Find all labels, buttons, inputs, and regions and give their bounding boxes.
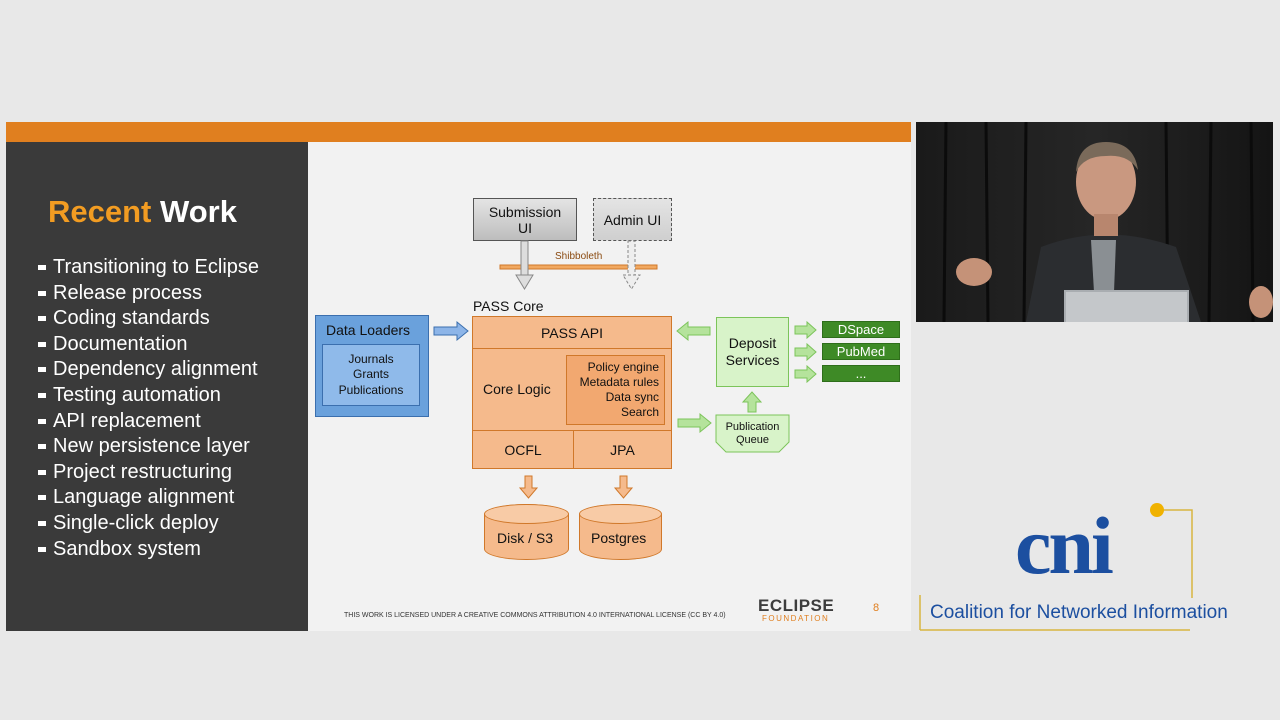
core-component: Search xyxy=(620,405,659,419)
submission-ui-label: UI xyxy=(518,219,532,236)
cni-logo-frame xyxy=(919,503,1193,631)
admin-ui-label: Admin UI xyxy=(603,211,662,228)
deposit-to-more-arrow xyxy=(794,364,817,384)
slide-left-panel: Recent Work Transitioning to Eclipse Rel… xyxy=(6,142,308,631)
queue-to-deposit-arrow xyxy=(741,391,763,413)
bullet-item: Dependency alignment xyxy=(38,357,259,383)
submission-ui-label: Submission xyxy=(488,203,562,220)
admin-ui-box: Admin UI xyxy=(593,198,672,241)
slide-title-accent: Recent xyxy=(48,194,152,229)
data-loader-sources: Journals Grants Publications xyxy=(322,344,420,406)
eclipse-foundation-text: FOUNDATION xyxy=(762,614,830,623)
shibboleth-label: Shibboleth xyxy=(555,251,603,262)
bullet-item: New persistence layer xyxy=(38,434,259,460)
admin-arrow-down xyxy=(622,240,641,290)
publication-queue-label: Publication xyxy=(725,421,780,433)
loader-source: Grants xyxy=(352,367,389,382)
bullet-item: Language alignment xyxy=(38,485,259,511)
eclipse-logo: ECLIPSE xyxy=(758,596,835,615)
deposit-to-api-arrow xyxy=(676,320,711,342)
target-dspace: DSpace xyxy=(822,321,900,338)
publication-queue-shape xyxy=(715,414,790,453)
speaker-video xyxy=(916,122,1273,322)
target-more: ... xyxy=(822,365,900,382)
license-text: THIS WORK IS LICENSED UNDER A CREATIVE C… xyxy=(344,612,726,619)
deposit-services-box: Deposit Services xyxy=(716,317,789,387)
ocfl-box: OCFL xyxy=(472,430,574,469)
bullet-item: Single-click deploy xyxy=(38,511,259,537)
core-logic-label: Core Logic xyxy=(483,381,551,397)
ocfl-label: OCFL xyxy=(504,441,542,458)
core-component: Data sync xyxy=(605,390,659,404)
bullet-item: Testing automation xyxy=(38,383,259,409)
cni-letters: cni xyxy=(1015,500,1114,591)
core-component: Policy engine xyxy=(587,360,659,374)
bullet-item: API replacement xyxy=(38,409,259,435)
publication-queue-box: Publication Queue xyxy=(716,419,789,449)
bullet-item: Documentation xyxy=(38,332,259,358)
pass-api-label: PASS API xyxy=(541,324,603,341)
bullet-item: Sandbox system xyxy=(38,537,259,563)
bullet-item: Project restructuring xyxy=(38,460,259,486)
target-label: PubMed xyxy=(836,344,886,359)
jpa-box: JPA xyxy=(573,430,672,469)
speaker-video-image xyxy=(916,122,1273,322)
diagram-connectors xyxy=(433,240,817,499)
page-number: 8 xyxy=(873,602,880,614)
postgres-cylinder-top xyxy=(579,504,662,524)
postgres-label: Postgres xyxy=(591,530,647,546)
pass-api-box: PASS API xyxy=(472,316,672,349)
target-label: ... xyxy=(855,366,867,381)
data-loaders-label: Data Loaders xyxy=(326,322,411,338)
submission-arrow-down xyxy=(515,240,534,290)
slide-top-bar xyxy=(6,122,911,142)
core-logic-components: Policy engine Metadata rules Data sync S… xyxy=(566,355,665,425)
slide-title: Recent Work xyxy=(48,194,237,230)
presentation-slide: Recent Work Transitioning to Eclipse Rel… xyxy=(6,122,911,631)
ocfl-arrow-down xyxy=(518,475,539,499)
slide-title-rest: Work xyxy=(160,194,237,229)
bullet-item: Coding standards xyxy=(38,306,259,332)
bullet-item: Transitioning to Eclipse xyxy=(38,255,259,281)
publication-queue-label: Queue xyxy=(735,434,770,446)
cni-full-name: Coalition for Networked Information xyxy=(930,602,1228,623)
jpa-label: JPA xyxy=(610,441,635,458)
disk-s3-label: Disk / S3 xyxy=(497,530,554,546)
shibboleth-bar xyxy=(499,264,658,270)
deposit-to-pubmed-arrow xyxy=(794,342,817,362)
disk-cylinder-top xyxy=(484,504,569,524)
core-to-queue-arrow xyxy=(677,412,712,434)
loader-arrow xyxy=(433,320,469,342)
target-label: DSpace xyxy=(837,322,885,337)
loader-source: Journals xyxy=(348,351,394,366)
jpa-arrow-down xyxy=(613,475,634,499)
core-component: Metadata rules xyxy=(579,375,659,389)
pass-core-label: PASS Core xyxy=(473,298,544,314)
bullet-list: Transitioning to Eclipse Release process… xyxy=(38,255,259,562)
bullet-item: Release process xyxy=(38,281,259,307)
deposit-services-label: Services xyxy=(725,352,780,368)
target-pubmed: PubMed xyxy=(822,343,900,360)
deposit-to-dspace-arrow xyxy=(794,320,817,340)
deposit-services-label: Deposit xyxy=(728,335,777,351)
submission-ui-box: Submission UI xyxy=(473,198,577,241)
loader-source: Publications xyxy=(338,382,404,397)
